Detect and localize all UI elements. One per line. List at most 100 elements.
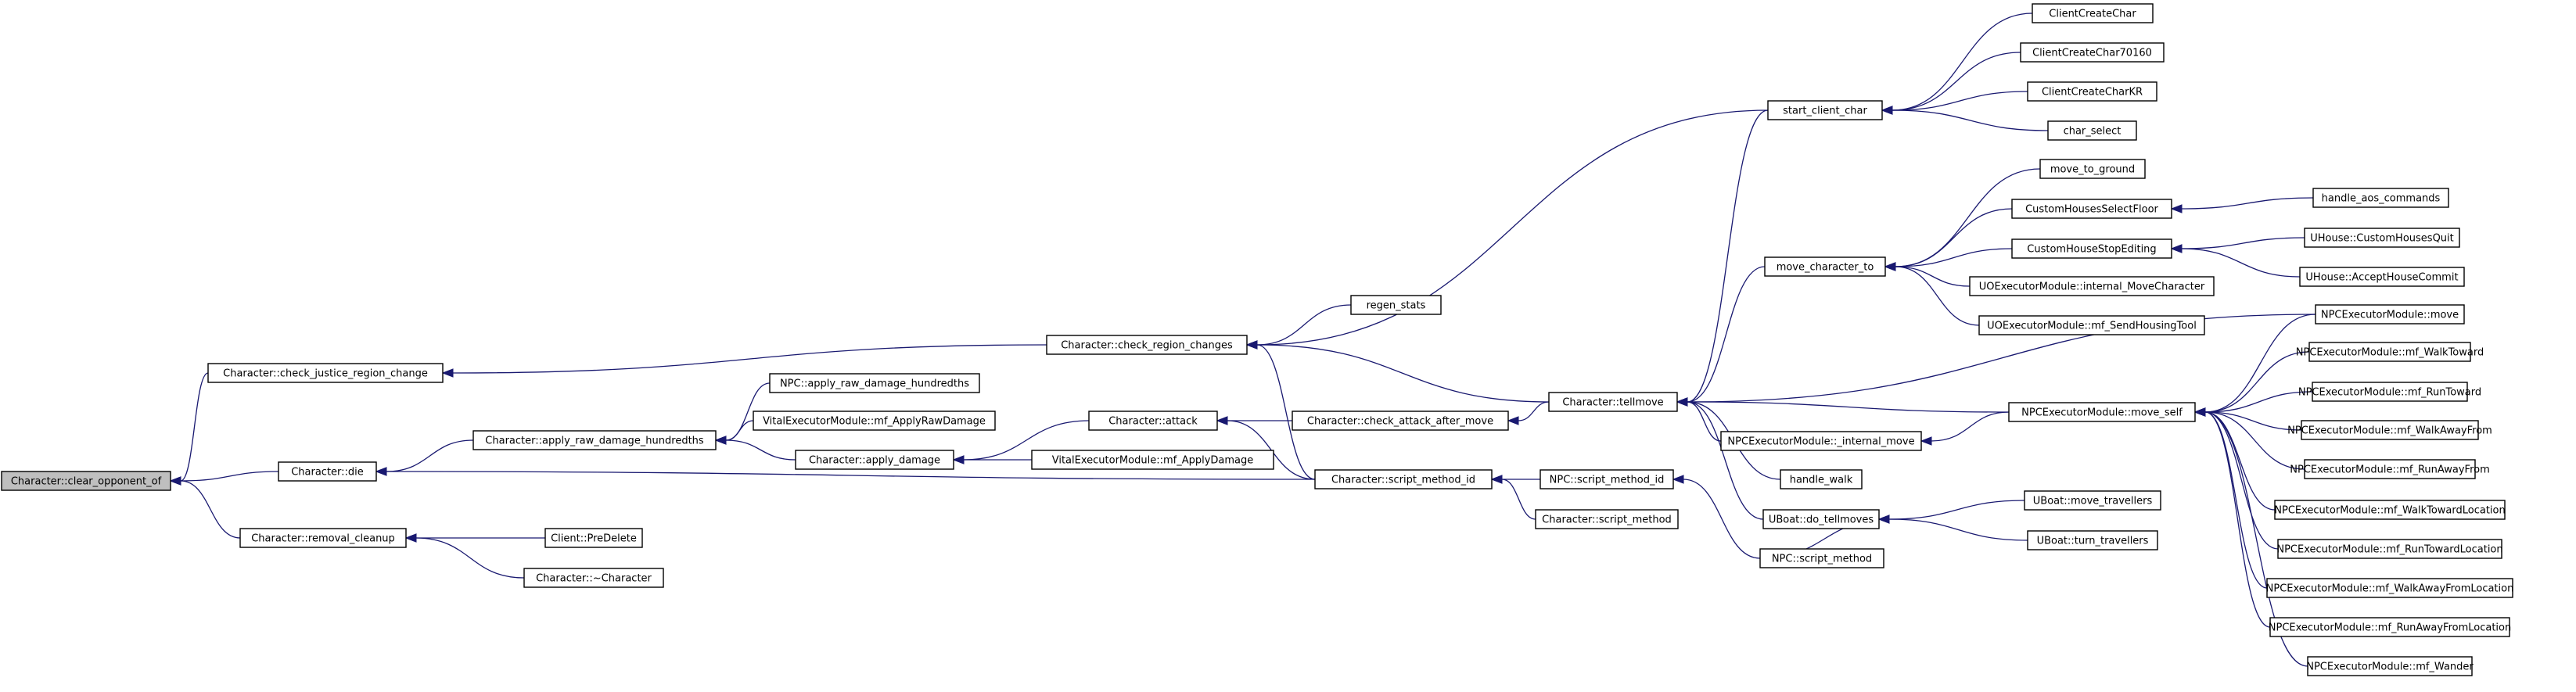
node-npc-apply-raw-damage-hundredths[interactable]: NPC::apply_raw_damage_hundredths bbox=[769, 373, 980, 393]
node-box bbox=[472, 430, 717, 450]
node-label: ClientCreateChar bbox=[2049, 9, 2136, 20]
node-client-predelete[interactable]: Client::PreDelete bbox=[544, 528, 643, 548]
node-handle-aos-commands[interactable]: handle_aos_commands bbox=[2312, 188, 2449, 208]
node-start-client-char[interactable]: start_client_char bbox=[1767, 100, 1883, 120]
node-box bbox=[2027, 530, 2158, 550]
node-box bbox=[1046, 335, 1248, 355]
arrowhead bbox=[441, 368, 454, 378]
node-attack[interactable]: Character::attack bbox=[1088, 411, 1218, 431]
arrowhead bbox=[714, 436, 727, 445]
node-box bbox=[1762, 509, 1880, 529]
edge-start-client-char-to-check-region-changes bbox=[1245, 109, 1769, 350]
node-box bbox=[2269, 617, 2510, 637]
node-regen-stats[interactable]: regen_stats bbox=[1350, 295, 1442, 315]
arrowhead bbox=[1920, 436, 1932, 446]
node-box bbox=[2032, 3, 2154, 23]
node-box bbox=[1088, 411, 1218, 431]
node-label: NPCExecutorModule::mf_Wander bbox=[2306, 662, 2474, 673]
node-box bbox=[769, 373, 980, 393]
node-npc-mf-walkawayfromlocation[interactable]: NPCExecutorModule::mf_WalkAwayFromLocati… bbox=[2266, 578, 2514, 598]
node-client-create-char-70160[interactable]: ClientCreateChar70160 bbox=[2020, 42, 2165, 63]
edge-npc-mf-wander-to-npc-move-self bbox=[2193, 407, 2308, 667]
node-npc-mf-runawayfrom[interactable]: NPCExecutorModule::mf_RunAwayFrom bbox=[2290, 459, 2490, 479]
node-box bbox=[2301, 420, 2479, 440]
arrowhead bbox=[1245, 340, 1258, 350]
node-label: Character::check_region_changes bbox=[1061, 340, 1233, 352]
node-uboat-turn-travellers[interactable]: UBoat::turn_travellers bbox=[2027, 530, 2158, 550]
node-npc-mf-wander[interactable]: NPCExecutorModule::mf_Wander bbox=[2306, 656, 2474, 676]
arrowhead bbox=[2170, 244, 2183, 253]
node-character-destructor[interactable]: Character::~Character bbox=[523, 568, 664, 588]
node-label: char_select bbox=[2064, 126, 2122, 138]
node-move-character-to[interactable]: move_character_to bbox=[1764, 256, 1886, 277]
node-npc-move[interactable]: NPCExecutorModule::move bbox=[2315, 304, 2465, 324]
node-npc-mf-runtoward[interactable]: NPCExecutorModule::mf_RunToward bbox=[2298, 382, 2481, 402]
node-npc-mf-runtowardlocation[interactable]: NPCExecutorModule::mf_RunTowardLocation bbox=[2276, 539, 2503, 559]
node-vital-mf-applydamage[interactable]: VitalExecutorModule::mf_ApplyDamage bbox=[1031, 450, 1274, 470]
node-box bbox=[2008, 402, 2196, 422]
node-npc-mf-walktoward[interactable]: NPCExecutorModule::mf_WalkToward bbox=[2296, 342, 2484, 362]
node-label: NPCExecutorModule::mf_WalkTowardLocation bbox=[2274, 505, 2505, 517]
node-box bbox=[2299, 267, 2465, 287]
node-box bbox=[1535, 509, 1679, 529]
node-label: CustomHouseStopEditing bbox=[2027, 244, 2156, 256]
node-apply-raw-damage-hundredths[interactable]: Character::apply_raw_damage_hundredths bbox=[472, 430, 717, 450]
edge-npc-mf-runtowardlocation-to-npc-move-self bbox=[2193, 407, 2279, 550]
node-box bbox=[544, 528, 643, 548]
edge-uboat-do-tellmoves-to-tellmove bbox=[1676, 397, 1764, 520]
edge-character-script-method-to-script-method-id bbox=[1490, 475, 1536, 520]
node-check-region-changes[interactable]: Character::check_region_changes bbox=[1046, 335, 1248, 355]
edge-npc-script-method-to-npc-script-method-id bbox=[1672, 475, 1761, 559]
node-box bbox=[1767, 100, 1883, 120]
node-uhouse-accept-house-commit[interactable]: UHouse::AcceptHouseCommit bbox=[2299, 267, 2465, 287]
node-uhouse-custom-houses-quit[interactable]: UHouse::CustomHousesQuit bbox=[2304, 228, 2460, 248]
node-custom-house-stop-editing[interactable]: CustomHouseStopEditing bbox=[2011, 238, 2172, 259]
node-client-create-char-kr[interactable]: ClientCreateCharKR bbox=[2027, 81, 2157, 102]
node-removal-cleanup[interactable]: Character::removal_cleanup bbox=[239, 528, 407, 548]
node-uo-internal-move-character[interactable]: UOExecutorModule::internal_MoveCharacter bbox=[1969, 276, 2215, 296]
node-move-to-ground[interactable]: move_to_ground bbox=[2039, 159, 2146, 179]
node-box bbox=[1031, 450, 1274, 470]
node-tellmove[interactable]: Character::tellmove bbox=[1548, 392, 1678, 412]
node-character-script-method[interactable]: Character::script_method bbox=[1535, 509, 1679, 529]
node-box bbox=[278, 461, 377, 482]
node-npc-script-method-id[interactable]: NPC::script_method_id bbox=[1539, 469, 1674, 489]
node-npc-move-self[interactable]: NPCExecutorModule::move_self bbox=[2008, 402, 2196, 422]
node-box bbox=[2274, 500, 2506, 520]
node-label: NPCExecutorModule::mf_RunAwayFrom bbox=[2290, 464, 2490, 476]
node-custom-houses-select-floor[interactable]: CustomHousesSelectFloor bbox=[2011, 199, 2172, 219]
node-label: NPCExecutorModule::mf_WalkAwayFromLocati… bbox=[2266, 583, 2514, 595]
node-check-attack-after-move[interactable]: Character::check_attack_after_move bbox=[1292, 411, 1509, 431]
edge-character-destructor-to-removal-cleanup bbox=[404, 533, 525, 579]
node-check-justice-region-change[interactable]: Character::check_justice_region_change bbox=[207, 363, 444, 383]
node-handle-walk[interactable]: handle_walk bbox=[1780, 469, 1863, 489]
node-uboat-move-travellers[interactable]: UBoat::move_travellers bbox=[2024, 490, 2161, 511]
node-box bbox=[753, 411, 996, 431]
node-box bbox=[795, 450, 954, 470]
node-label: NPCExecutorModule::mf_RunTowardLocation bbox=[2276, 544, 2502, 556]
node-client-create-char[interactable]: ClientCreateChar bbox=[2032, 3, 2154, 23]
node-npc-script-method[interactable]: NPC::script_method bbox=[1759, 548, 1884, 568]
node-npc-mf-runawayfromlocation[interactable]: NPCExecutorModule::mf_RunAwayFromLocatio… bbox=[2269, 617, 2511, 637]
arrowhead bbox=[1216, 416, 1228, 425]
node-apply-damage[interactable]: Character::apply_damage bbox=[795, 450, 954, 470]
edge-uboat-turn-travellers-to-uboat-do-tellmoves bbox=[1877, 515, 2028, 541]
node-box bbox=[523, 568, 664, 588]
node-label: Character::removal_cleanup bbox=[251, 533, 395, 545]
node-char-select[interactable]: char_select bbox=[2047, 120, 2137, 141]
node-die[interactable]: Character::die bbox=[278, 461, 377, 482]
node-npc-mf-walkawayfrom[interactable]: NPCExecutorModule::mf_WalkAwayFrom bbox=[2287, 420, 2492, 440]
node-uo-mf-send-housing-tool[interactable]: UOExecutorModule::mf_SendHousingTool bbox=[1978, 315, 2205, 335]
node-script-method-id[interactable]: Character::script_method_id bbox=[1314, 469, 1493, 489]
node-npc-mf-walktowardlocation[interactable]: NPCExecutorModule::mf_WalkTowardLocation bbox=[2274, 500, 2506, 520]
node-box bbox=[2277, 539, 2502, 559]
node-vital-mf-applyrawdamage[interactable]: VitalExecutorModule::mf_ApplyRawDamage bbox=[753, 411, 996, 431]
edge-check-region-changes-to-check-justice-region-change bbox=[441, 344, 1047, 378]
node-label: handle_aos_commands bbox=[2322, 193, 2441, 205]
edge-removal-cleanup-to-clear-opponent-of bbox=[169, 476, 241, 539]
node-uboat-do-tellmoves[interactable]: UBoat::do_tellmoves bbox=[1762, 509, 1880, 529]
edge-check-justice-region-change-to-clear-opponent-of bbox=[169, 372, 209, 486]
node-npc-internal-move[interactable]: NPCExecutorModule::_internal_move bbox=[1720, 431, 1922, 451]
node-box bbox=[2312, 382, 2468, 402]
node-box bbox=[1539, 469, 1674, 489]
